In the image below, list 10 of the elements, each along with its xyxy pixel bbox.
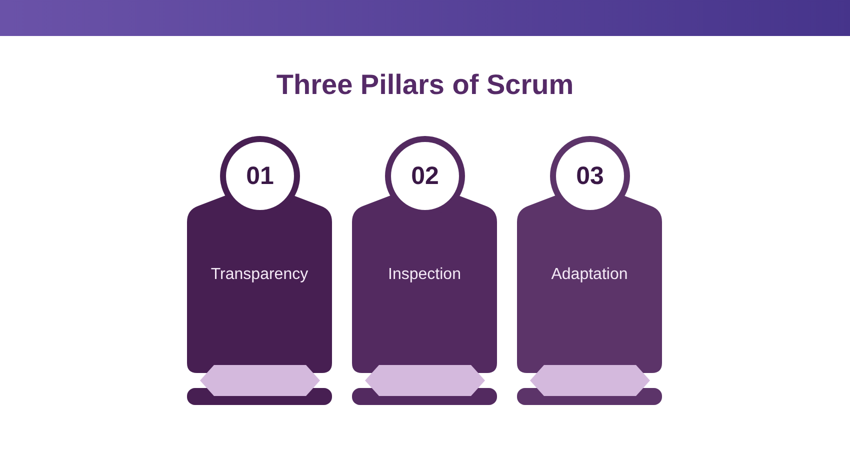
pillar-card (187, 136, 332, 373)
title: Three Pillars of Scrum (276, 68, 574, 102)
hexagon-tab (530, 365, 650, 396)
pillar-label: Transparency (210, 265, 308, 285)
hexagon-tab (200, 365, 320, 396)
pillar-card (517, 136, 662, 373)
hexagon-tab (365, 365, 485, 396)
pillar-label: Adaptation (551, 265, 628, 285)
pillar-card (352, 136, 497, 373)
pillar-label: Inspection (388, 265, 461, 285)
